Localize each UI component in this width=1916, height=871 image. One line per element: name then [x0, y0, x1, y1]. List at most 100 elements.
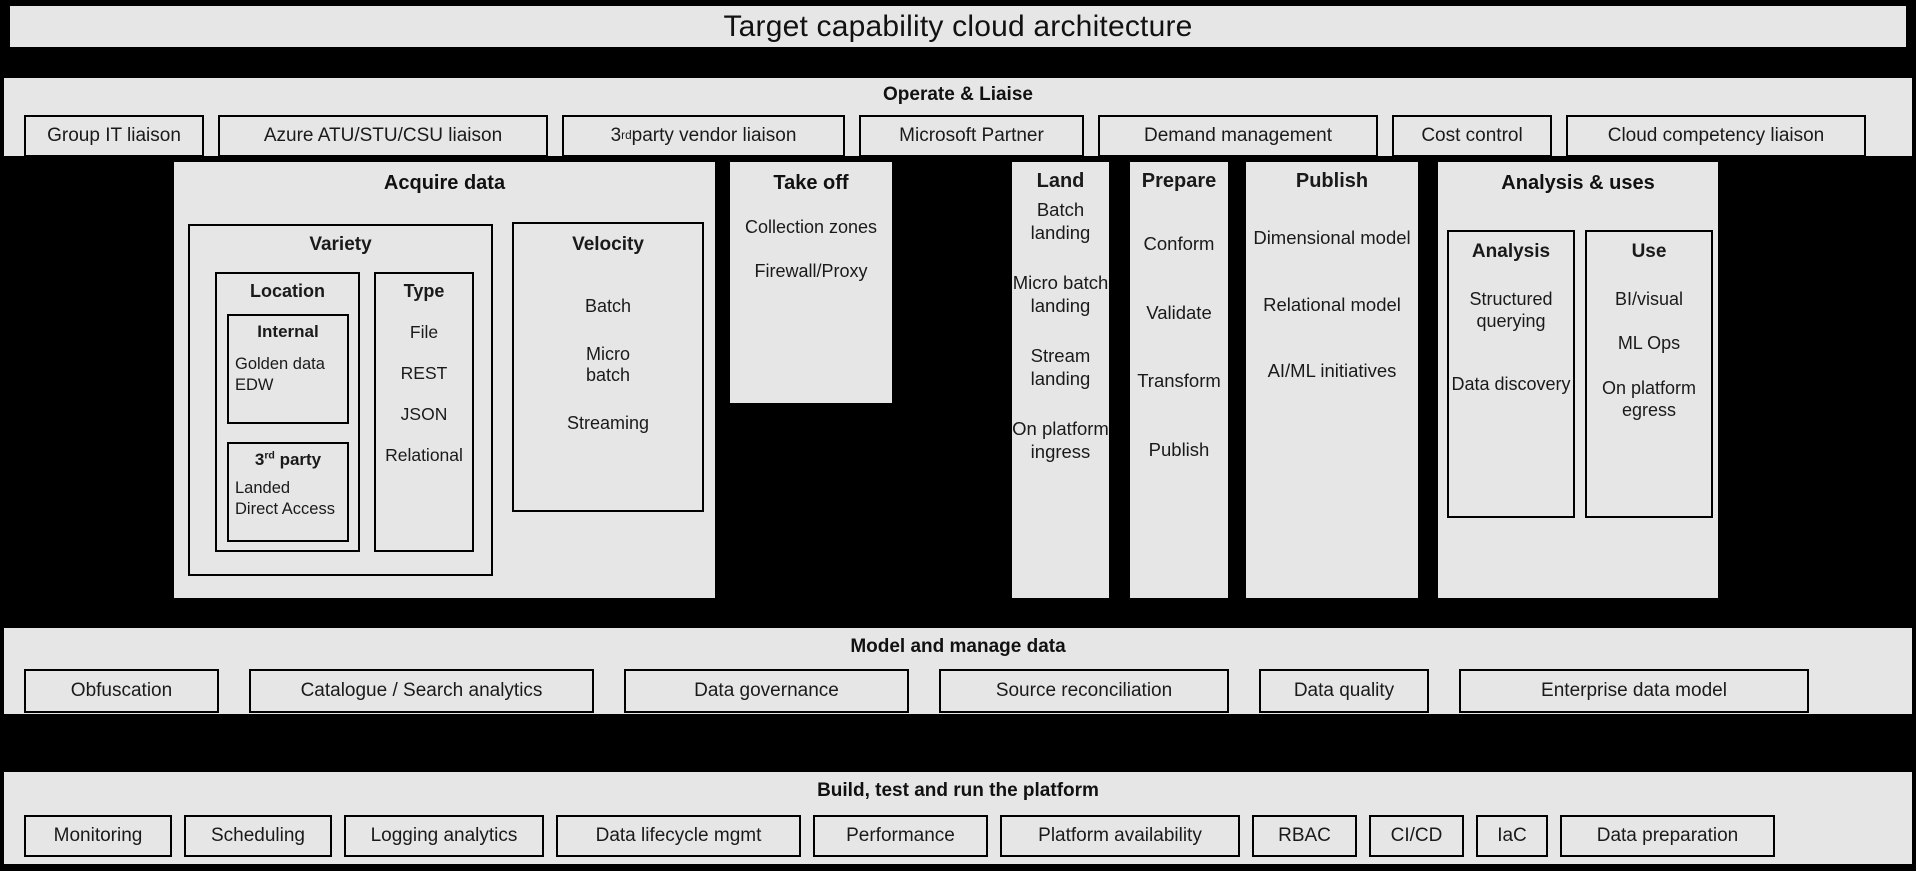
chip-obfuscation[interactable]: Obfuscation [24, 668, 219, 713]
type-item-relational: Relational [385, 445, 463, 465]
use-item-ml-ops: ML Ops [1617, 332, 1681, 353]
internal-heading: Internal [257, 322, 319, 341]
take-off-item-collection-zones: Collection zones [744, 217, 878, 237]
chip-label: Catalogue / Search analytics [300, 679, 543, 701]
model-and-manage-data-band: Model and manage data Obfuscation Catalo… [2, 626, 1914, 716]
panel-analysis-and-uses: Analysis & uses Analysis Structured quer… [1436, 160, 1720, 600]
operate-chip-row: Group IT liaison Azure ATU/STU/CSU liais… [4, 114, 1912, 157]
internal-item-edw: EDW [235, 376, 274, 395]
chip-label: Data lifecycle mgmt [595, 824, 762, 846]
publish-item-ai-ml-initiatives: AI/ML initiatives [1267, 360, 1397, 382]
publish-heading: Publish [1295, 170, 1369, 192]
third-party-item-landed: Landed [235, 479, 291, 497]
chip-performance[interactable]: Performance [813, 814, 988, 857]
location-heading: Location [250, 281, 325, 301]
take-off-heading: Take off [773, 172, 849, 194]
panel-third-party: 3rd party Landed Direct Access [227, 442, 349, 542]
chip-label: Cloud competency liaison [1607, 124, 1825, 146]
chip-label: Logging analytics [370, 824, 518, 846]
chip-iac[interactable]: IaC [1476, 814, 1548, 857]
chip-label: Source reconciliation [995, 679, 1173, 701]
land-item-micro-batch-landing: Micro batch landing [1012, 272, 1109, 316]
chip-azure-liaison[interactable]: Azure ATU/STU/CSU liaison [218, 114, 548, 157]
chip-label: Enterprise data model [1541, 679, 1727, 701]
prepare-item-publish: Publish [1148, 438, 1210, 460]
chip-label: Data governance [694, 679, 839, 701]
chip-scheduling[interactable]: Scheduling [184, 814, 332, 857]
chip-label: CI/CD [1390, 824, 1443, 846]
land-item-stream-landing: Stream landing [1030, 345, 1091, 389]
third-party-heading-rest: party [274, 450, 322, 469]
chip-data-lifecycle-mgmt[interactable]: Data lifecycle mgmt [556, 814, 801, 857]
velocity-item-micro-batch: Micro batch [585, 343, 631, 386]
chip-label: Platform availability [1038, 824, 1202, 846]
internal-item-golden-data: Golden data [235, 355, 325, 373]
type-heading: Type [403, 281, 445, 301]
prepare-heading: Prepare [1141, 170, 1217, 192]
chip-ci-cd[interactable]: CI/CD [1369, 814, 1464, 857]
chip-label: Performance [846, 824, 955, 846]
chip-label: Data preparation [1596, 824, 1739, 846]
chip-cloud-competency-liaison[interactable]: Cloud competency liaison [1566, 114, 1866, 157]
chip-enterprise-data-model[interactable]: Enterprise data model [1459, 668, 1809, 713]
land-item-batch-landing: Batch landing [1030, 199, 1091, 243]
land-heading: Land [1036, 170, 1085, 192]
chip-label: Microsoft Partner [899, 124, 1044, 146]
use-heading: Use [1631, 241, 1667, 262]
chip-data-governance[interactable]: Data governance [624, 668, 909, 713]
chip-data-quality[interactable]: Data quality [1259, 668, 1429, 713]
chip-label: IaC [1497, 824, 1527, 846]
acquire-data-heading: Acquire data [383, 172, 506, 194]
velocity-item-batch: Batch [584, 296, 632, 316]
chip-microsoft-partner[interactable]: Microsoft Partner [859, 114, 1084, 157]
chip-platform-availability[interactable]: Platform availability [1000, 814, 1240, 857]
panel-type: Type File REST JSON Relational [374, 272, 474, 552]
type-item-file: File [409, 322, 439, 342]
pipeline-region: Acquire data Variety Location Internal G… [0, 160, 1916, 612]
analysis-item-data-discovery: Data discovery [1451, 374, 1571, 395]
model-and-manage-data-heading: Model and manage data [850, 636, 1066, 657]
chip-catalogue-search-analytics[interactable]: Catalogue / Search analytics [249, 668, 594, 713]
analysis-item-structured-querying: Structured querying [1469, 289, 1553, 331]
panel-analysis: Analysis Structured querying Data discov… [1447, 230, 1575, 518]
prepare-item-transform: Transform [1137, 370, 1221, 392]
chip-label: Monitoring [53, 824, 143, 846]
page-title: Target capability cloud architecture [723, 9, 1193, 43]
third-party-item-direct-access: Direct Access [235, 500, 335, 519]
chip-monitoring[interactable]: Monitoring [24, 814, 172, 857]
chip-label: Azure ATU/STU/CSU liaison [263, 124, 503, 146]
diagram-title-bar: Target capability cloud architecture [8, 4, 1908, 49]
chip-label: RBAC [1278, 824, 1331, 846]
third-party-heading: 3rd party [229, 444, 347, 470]
panel-acquire-data: Acquire data Variety Location Internal G… [172, 160, 717, 600]
panel-location: Location Internal Golden data EDW 3rd pa… [215, 272, 360, 552]
chip-label-rest: party vendor liaison [631, 124, 797, 146]
chip-logging-analytics[interactable]: Logging analytics [344, 814, 544, 857]
panel-prepare: Prepare Conform Validate Transform Publi… [1128, 160, 1230, 600]
third-party-heading-ordinal: rd [264, 449, 275, 462]
variety-heading: Variety [309, 234, 372, 255]
chip-label: Data quality [1293, 679, 1395, 701]
chip-cost-control[interactable]: Cost control [1392, 114, 1552, 157]
chip-rbac[interactable]: RBAC [1252, 814, 1357, 857]
analysis-heading: Analysis [1471, 241, 1551, 262]
operate-and-liaise-heading: Operate & Liaise [883, 84, 1033, 105]
chip-data-preparation[interactable]: Data preparation [1560, 814, 1775, 857]
take-off-item-firewall-proxy: Firewall/Proxy [754, 260, 868, 281]
prepare-item-conform: Conform [1143, 233, 1215, 254]
panel-variety: Variety Location Internal Golden data ED… [188, 224, 493, 576]
panel-take-off: Take off Collection zones Firewall/Proxy [728, 160, 894, 405]
chip-source-reconciliation[interactable]: Source reconciliation [939, 668, 1229, 713]
chip-demand-management[interactable]: Demand management [1098, 114, 1378, 157]
velocity-heading: Velocity [572, 234, 644, 255]
panel-land: Land Batch landing Micro batch landing S… [1010, 160, 1111, 600]
velocity-item-streaming: Streaming [566, 412, 650, 433]
chip-group-it-liaison[interactable]: Group IT liaison [24, 114, 204, 157]
build-test-run-band: Build, test and run the platform Monitor… [2, 770, 1914, 866]
publish-item-dimensional-model: Dimensional model [1253, 227, 1411, 248]
panel-publish: Publish Dimensional model Relational mod… [1244, 160, 1420, 600]
chip-label: Demand management [1144, 124, 1332, 146]
prepare-item-validate: Validate [1146, 301, 1212, 323]
chip-label-number: 3 [610, 124, 622, 146]
